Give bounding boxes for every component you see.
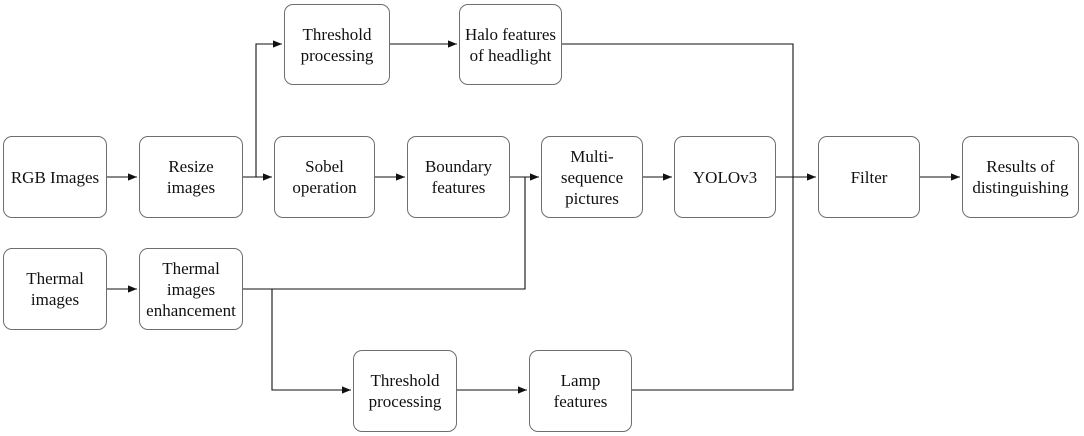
edge-enhancement-to-threshold-bottom: [271, 289, 351, 394]
resize-images-node: Resize images: [139, 136, 243, 218]
lamp-features-node: Lamp features: [529, 350, 632, 432]
yolov3-node: YOLOv3: [674, 136, 776, 218]
halo-features-node: Halo features of headlight: [459, 4, 562, 85]
threshold-processing-bottom-node: Threshold processing: [353, 350, 457, 432]
filter-node: Filter: [818, 136, 920, 218]
edge-halo-to-filter: [562, 43, 794, 177]
edge-enhancement-to-multisequence: [243, 177, 526, 290]
thermal-images-node: Thermal images: [3, 248, 107, 330]
thermal-images-enhancement-node: Thermal images enhancement: [139, 248, 243, 330]
threshold-processing-top-node: Threshold processing: [284, 4, 390, 85]
results-of-distinguishing-node: Results of distinguishing: [962, 136, 1079, 218]
rgb-images-node: RGB Images: [3, 136, 107, 218]
sobel-operation-node: Sobel operation: [274, 136, 375, 218]
multi-sequence-pictures-node: Multi- sequence pictures: [541, 136, 643, 218]
edge-resize-to-threshold-top: [255, 40, 282, 177]
edge-lamp-to-filter: [632, 177, 794, 391]
boundary-features-node: Boundary features: [407, 136, 510, 218]
